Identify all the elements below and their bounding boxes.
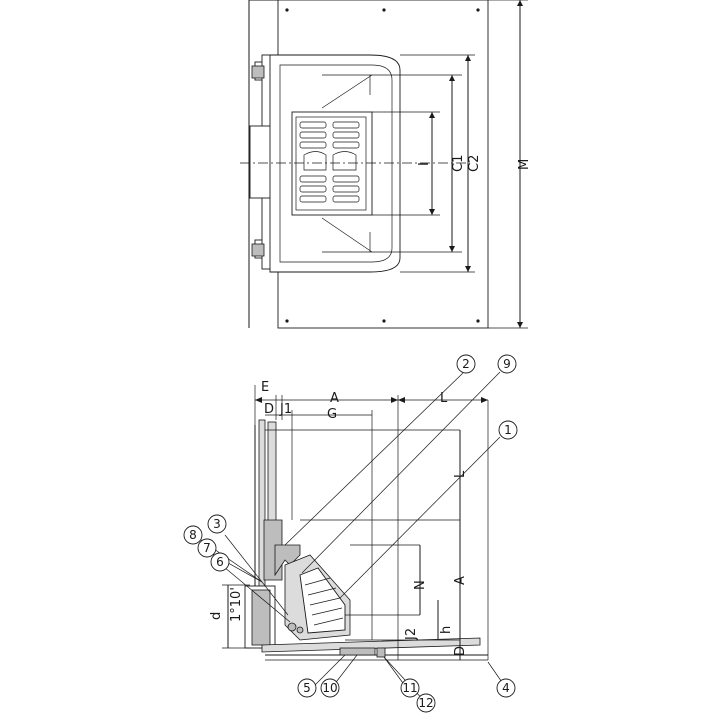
section-dim-j2: J2	[404, 628, 419, 641]
section-dim-n: N	[413, 580, 428, 590]
section-dim-a-top: A	[330, 391, 339, 406]
callout-11: 11	[402, 681, 417, 695]
section-dim-h: h	[439, 626, 454, 634]
callouts: 1 2 3 4 5 6 7 8 9 10 11 12	[183, 354, 518, 713]
section-dim-d: D	[264, 402, 274, 417]
section-dim-l-side: L	[453, 470, 468, 478]
callout-4: 4	[502, 681, 510, 695]
plan-view: I C1 C2 M	[240, 0, 532, 329]
section-view: E A L D J1 G L N A J2 h D d 1°10'	[209, 380, 489, 661]
section-dim-angle: 1°10'	[229, 587, 244, 622]
callout-10: 10	[322, 681, 337, 695]
section-dim-a-side: A	[453, 576, 468, 585]
callout-5: 5	[303, 681, 311, 695]
section-dim-j1: J1	[279, 402, 292, 417]
section-dim-l-top: L	[440, 391, 448, 406]
callout-7: 7	[203, 541, 211, 555]
callout-8: 8	[189, 528, 197, 542]
plan-dim-m: M	[517, 159, 532, 170]
callout-3: 3	[213, 517, 221, 531]
callout-2: 2	[462, 357, 470, 371]
section-dim-e: E	[261, 380, 269, 395]
section-dim-g: G	[327, 407, 337, 422]
callout-6: 6	[216, 555, 224, 569]
callout-9: 9	[503, 357, 511, 371]
section-dim-small-d: d	[209, 612, 224, 620]
section-dim-d-bottom: D	[453, 646, 468, 656]
plan-dim-c1: C1	[451, 155, 466, 172]
callout-1: 1	[504, 423, 512, 437]
callout-12: 12	[418, 696, 433, 710]
plan-dim-i: I	[417, 162, 432, 166]
plan-strainer-slots	[299, 121, 360, 203]
plan-dim-c2: C2	[467, 155, 482, 172]
plan-screw-holes	[285, 8, 480, 323]
